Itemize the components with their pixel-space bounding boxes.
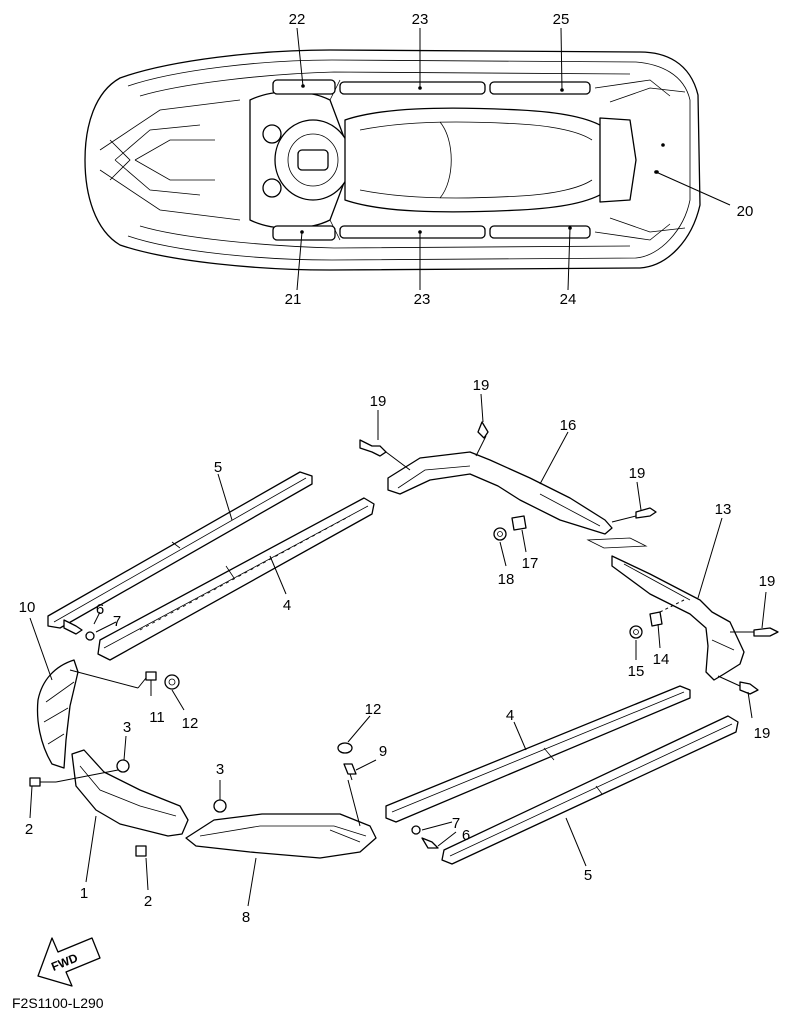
callout-14: 14 bbox=[653, 651, 670, 668]
callout-17: 17 bbox=[522, 555, 539, 572]
fasteners bbox=[29, 421, 779, 857]
callout-20: 20 bbox=[737, 203, 754, 220]
callout-12-left: 12 bbox=[182, 715, 199, 732]
callout-19-c: 19 bbox=[629, 465, 646, 482]
figure-code: F2S1100-L290 bbox=[12, 995, 104, 1011]
top-view-leaders bbox=[296, 27, 731, 291]
callout-10: 10 bbox=[19, 599, 36, 616]
callout-24: 24 bbox=[560, 291, 577, 308]
callout-19-e: 19 bbox=[754, 725, 771, 742]
callout-5-lower: 5 bbox=[584, 867, 592, 884]
exploded-parts bbox=[36, 451, 745, 865]
callout-8: 8 bbox=[242, 909, 250, 926]
callout-19-d: 19 bbox=[759, 573, 776, 590]
callout-22: 22 bbox=[289, 11, 306, 28]
callout-16: 16 bbox=[560, 417, 577, 434]
top-view-callouts: 22 23 25 20 21 23 24 bbox=[285, 11, 754, 308]
callout-3-upper: 3 bbox=[123, 719, 131, 736]
callout-19-a: 19 bbox=[370, 393, 387, 410]
callout-13: 13 bbox=[715, 501, 732, 518]
callout-21: 21 bbox=[285, 291, 302, 308]
callout-2-upper: 2 bbox=[25, 821, 33, 838]
exploded-callouts: 19 19 16 19 13 5 4 10 6 7 17 18 19 15 14… bbox=[19, 377, 776, 926]
callout-11: 11 bbox=[149, 709, 165, 726]
callout-2-lower: 2 bbox=[144, 893, 152, 910]
callout-1: 1 bbox=[80, 885, 88, 902]
callout-25: 25 bbox=[553, 11, 570, 28]
callout-7-lower: 7 bbox=[452, 815, 460, 832]
callout-19-b: 19 bbox=[473, 377, 490, 394]
fwd-arrow: FWD bbox=[37, 937, 101, 987]
callout-15: 15 bbox=[628, 663, 645, 680]
watercraft-top-view bbox=[84, 49, 701, 271]
callout-4-lower: 4 bbox=[506, 707, 514, 724]
callout-6-lower: 6 bbox=[462, 827, 470, 844]
exploded-leaders bbox=[29, 393, 767, 907]
callout-7-upper: 7 bbox=[113, 613, 121, 630]
callout-6-upper: 6 bbox=[96, 601, 104, 618]
callout-23-top: 23 bbox=[412, 11, 429, 28]
callout-5-upper: 5 bbox=[214, 459, 222, 476]
callout-18: 18 bbox=[498, 571, 515, 588]
callout-9: 9 bbox=[379, 743, 387, 760]
callout-4-upper: 4 bbox=[283, 597, 291, 614]
callout-3-lower: 3 bbox=[216, 761, 224, 778]
callout-12-center: 12 bbox=[365, 701, 382, 718]
callout-23-bottom: 23 bbox=[414, 291, 431, 308]
